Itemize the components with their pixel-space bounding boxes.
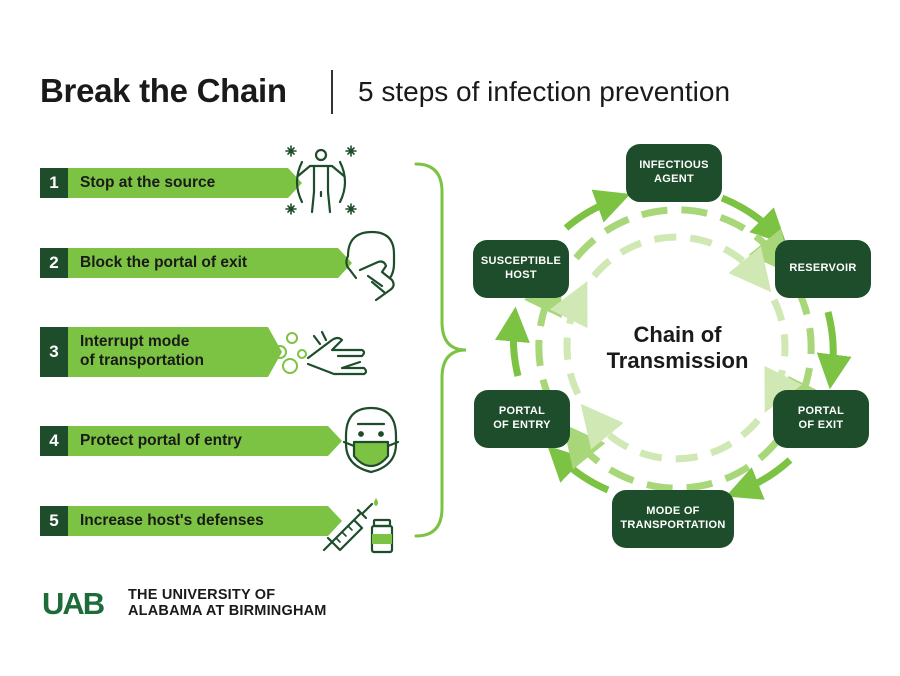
step-label: Block the portal of exit <box>68 248 352 278</box>
node-line1: Reservoir <box>789 262 857 275</box>
step-4: 4 Protect portal of entry <box>40 426 342 456</box>
step-number: 1 <box>40 168 68 198</box>
node-line2: Agent <box>654 173 694 185</box>
step-number: 3 <box>40 327 68 377</box>
step-label-line1: Interrupt mode <box>80 333 190 351</box>
step-label: Stop at the source <box>68 168 302 198</box>
step-1: 1 Stop at the source <box>40 168 302 198</box>
node-portal-of-exit: Portalof Exit <box>773 390 869 448</box>
step-label: Protect portal of entry <box>68 426 342 456</box>
step-2: 2 Block the portal of exit <box>40 248 352 278</box>
face-mask-icon <box>342 406 400 474</box>
title-divider <box>331 70 333 114</box>
node-line2: of Entry <box>493 419 551 431</box>
chain-center-title: Chain of Transmission <box>585 322 770 375</box>
logo-text: UAB <box>42 588 104 618</box>
node-line2: Transportation <box>620 519 726 531</box>
page-title: Break the Chain <box>40 72 287 109</box>
step-label-line2: of transportation <box>80 352 204 369</box>
cough-cover-icon <box>345 230 396 302</box>
node-susceptible-host: SusceptibleHost <box>473 240 569 298</box>
center-line1: Chain of <box>633 322 722 347</box>
syringe-vial-icon <box>322 498 394 554</box>
transmission-cycle-arrows <box>495 189 852 500</box>
node-portal-of-entry: Portalof Entry <box>474 390 570 448</box>
step-5: 5 Increase host's defenses <box>40 506 342 536</box>
center-line2: Transmission <box>606 348 749 374</box>
step-label: Interrupt mode of transportation <box>68 327 282 377</box>
step-label: Increase host's defenses <box>68 506 342 536</box>
node-infectious-agent: InfectiousAgent <box>626 144 722 202</box>
node-line1: Portal <box>498 405 546 418</box>
node-line1: Portal <box>797 405 845 418</box>
step-3: 3 Interrupt mode of transportation <box>40 327 282 377</box>
person-germs-icon <box>285 145 357 215</box>
node-line1: Susceptible <box>480 255 562 268</box>
university-name: THE UNIVERSITY OF ALABAMA AT BIRMINGHAM <box>128 587 327 620</box>
step-number: 5 <box>40 506 68 536</box>
node-reservoir: Reservoir <box>775 240 871 298</box>
page-subtitle: 5 steps of infection prevention <box>358 76 731 107</box>
university-line2: ALABAMA AT BIRMINGHAM <box>128 602 327 619</box>
handwashing-icon <box>273 330 368 376</box>
step-number: 4 <box>40 426 68 456</box>
university-line1: THE UNIVERSITY OF <box>128 587 276 603</box>
uab-logo: UAB <box>42 588 106 618</box>
node-mode-of-transportation: Mode ofTransportation <box>612 490 734 548</box>
step-number: 2 <box>40 248 68 278</box>
node-line2: Host <box>505 269 537 281</box>
node-line2: of Exit <box>798 419 844 431</box>
node-line1: Mode of <box>646 505 700 518</box>
node-line1: Infectious <box>639 159 709 172</box>
brace <box>414 162 467 538</box>
